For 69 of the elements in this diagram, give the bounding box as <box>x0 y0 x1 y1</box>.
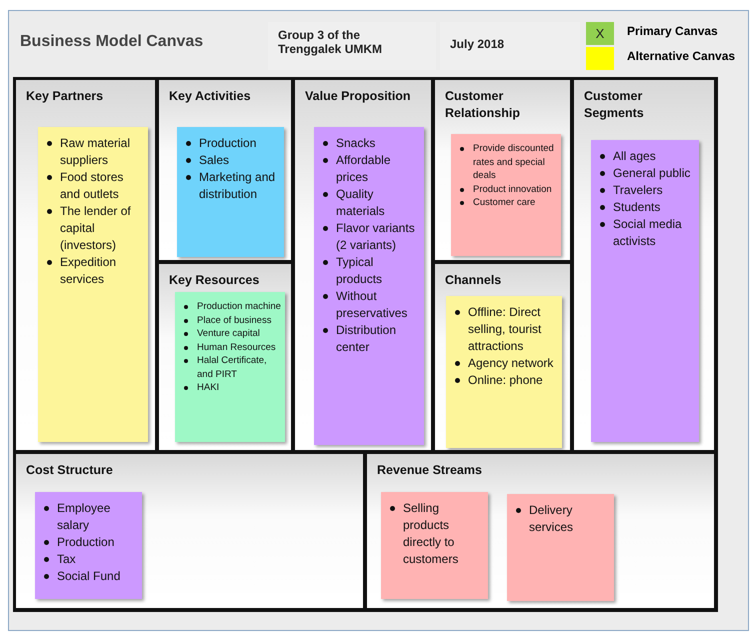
sticky-note <box>507 494 614 601</box>
canvas-section <box>14 452 365 610</box>
section-heading: Cost Structure <box>26 462 114 479</box>
sticky-note <box>175 292 285 442</box>
bullet-item: Selling products directly to customers <box>403 500 460 568</box>
bullet-item: Place of business <box>197 314 272 327</box>
bullet-item: Food stores and outlets <box>60 169 124 203</box>
bullet-item: The lender of capital (investors) <box>60 203 132 254</box>
bullet-item: Production <box>57 534 116 551</box>
sticky-note <box>446 296 562 448</box>
bullet-item: Halal Certificate, and PIRT <box>197 354 268 381</box>
section-heading: Key Partners <box>26 88 104 105</box>
canvas-section <box>157 78 293 262</box>
bullet-item: Tax <box>57 551 77 568</box>
bullet-item: Employee salary <box>57 500 112 534</box>
bullet-item: Snacks <box>336 135 376 152</box>
section-heading: Value Proposition <box>305 88 412 105</box>
sticky-note <box>177 127 284 257</box>
bullet-item: Online: phone <box>468 372 544 389</box>
canvas-title: Business Model Canvas <box>20 33 204 51</box>
bullet-item: Venture capital <box>197 327 261 340</box>
section-heading: Key Resources <box>169 272 260 289</box>
bullet-item: Agency network <box>468 355 554 372</box>
check-mark: X <box>594 25 606 43</box>
bullet-item: Without preservatives <box>336 288 408 322</box>
bullet-item: Flavor variants (2 variants) <box>336 220 416 254</box>
section-heading: Customer Relationship <box>445 88 522 122</box>
bullet-item: Provide discounted rates and special deals <box>473 142 555 182</box>
canvas-section <box>14 78 157 452</box>
bullet-item: Expedition services <box>60 254 118 288</box>
bullet-item: Distribution center <box>336 322 398 356</box>
section-heading: Key Activities <box>169 88 252 105</box>
section-heading: Revenue Streams <box>377 462 483 479</box>
bullet-item: Customer care <box>473 196 536 210</box>
canvas-section <box>433 78 572 262</box>
sticky-note <box>451 134 561 256</box>
bullet-item: Typical products <box>336 254 384 288</box>
canvas-section <box>365 452 716 610</box>
legend-label: Primary Canvas <box>627 24 718 38</box>
bullet-item: All ages <box>613 148 657 165</box>
bullet-item: Raw material suppliers <box>60 135 132 169</box>
section-heading: Channels <box>445 272 502 289</box>
sticky-note <box>381 492 488 599</box>
bullet-item: Delivery services <box>529 502 574 536</box>
bullet-item: HAKI <box>197 381 220 394</box>
bullet-item: Offline: Direct selling, tourist attractions <box>468 304 542 355</box>
canvas-section <box>293 78 433 452</box>
sticky-note <box>38 127 148 442</box>
bullet-item: Production machine <box>197 300 281 314</box>
bullet-item: Sales <box>199 152 230 169</box>
sticky-note <box>314 127 424 445</box>
canvas-section <box>157 262 293 452</box>
sticky-note <box>591 140 699 442</box>
section-heading: Customer Segments <box>584 88 645 122</box>
bullet-item: Affordable prices <box>336 152 392 186</box>
legend-label: Alternative Canvas <box>627 49 736 63</box>
bullet-item: General public <box>613 165 692 182</box>
bullet-item: Product innovation <box>473 182 553 196</box>
bullet-item: Students <box>613 199 662 216</box>
bullet-item: Social media activists <box>613 216 683 250</box>
canvas-section <box>572 78 716 452</box>
bullet-item: Human Resources <box>197 340 277 354</box>
sticky-note <box>35 492 142 599</box>
bullet-item: Social Fund <box>57 568 122 585</box>
bullet-item: Marketing and distribution <box>199 169 276 203</box>
bullet-item: Travelers <box>613 182 664 199</box>
bullet-item: Quality materials <box>336 186 386 220</box>
bullet-item: Production <box>199 135 258 152</box>
canvas-section <box>433 262 572 452</box>
